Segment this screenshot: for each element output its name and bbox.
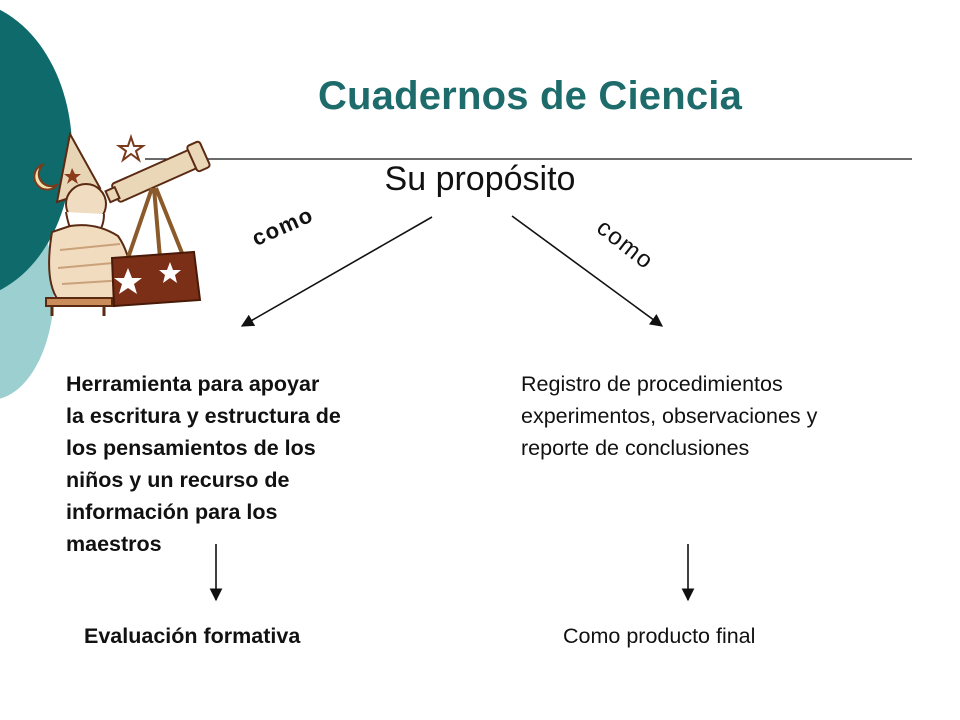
right-description-line: Registro de procedimientos: [521, 372, 783, 396]
left-description-line: información para los: [66, 500, 278, 524]
slide-title: Cuadernos de Ciencia: [317, 74, 743, 118]
left-edge-decoration: [0, 9, 72, 399]
left-branch-description: Herramienta para apoyar la escritura y e…: [66, 368, 426, 560]
astronomer-telescope-illustration: [33, 131, 211, 316]
left-branch-outcome: Evaluación formativa: [84, 624, 301, 648]
right-branch-outcome: Como producto final: [563, 624, 756, 648]
right-description-line: experimentos, observaciones y: [521, 404, 818, 428]
left-description-line: Herramienta para apoyar: [66, 372, 320, 396]
left-description-line: niños y un recurso de: [66, 468, 290, 492]
right-description-line: reporte de conclusiones: [521, 436, 750, 460]
slide-subtitle: Su propósito: [384, 160, 576, 198]
right-branch-description: Registro de procedimientos experimentos,…: [521, 368, 921, 464]
arrow-to-right-branch: [511, 215, 664, 327]
arrow-to-left-branch: [240, 216, 433, 327]
left-description-line: maestros: [66, 532, 162, 556]
left-description-line: la escritura y estructura de: [66, 404, 341, 428]
left-description-line: los pensamientos de los: [66, 436, 316, 460]
